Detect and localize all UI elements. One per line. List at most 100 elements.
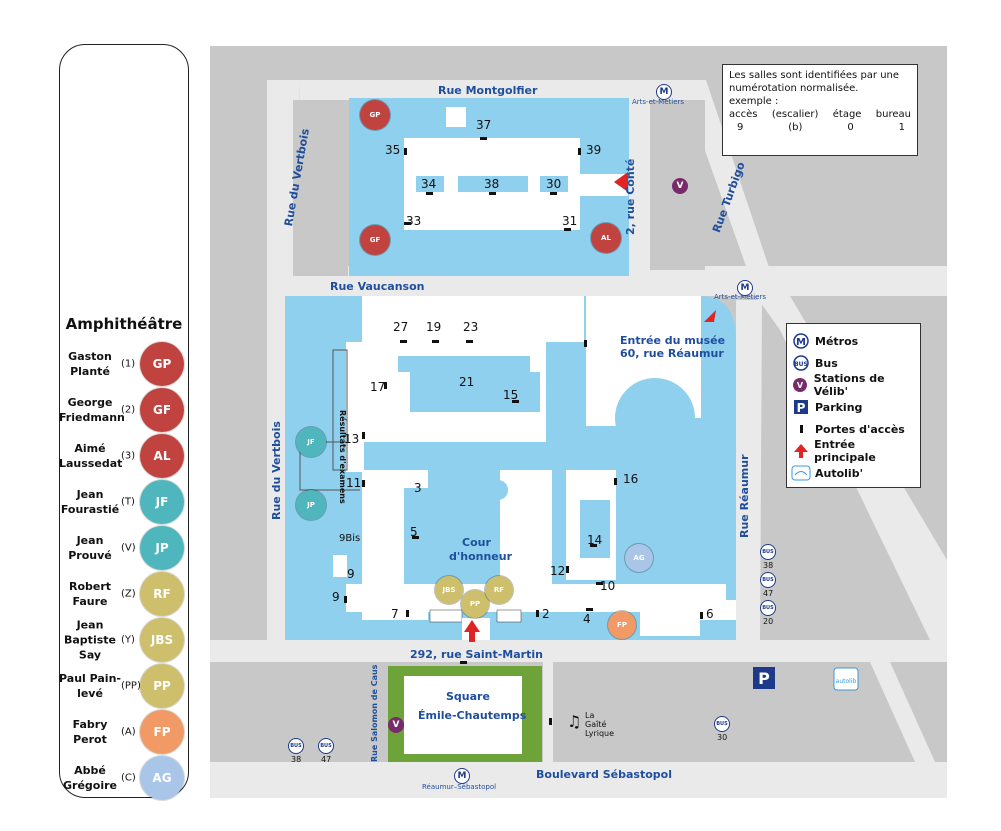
map-amph-badge-ag[interactable]: AG	[625, 544, 653, 572]
amph-badge: RF	[140, 572, 184, 616]
room-number: 3	[414, 481, 422, 495]
legend-row-pp: Paul Pain-levé(PP)PP	[59, 663, 188, 709]
amph-badge: AL	[140, 434, 184, 478]
amph-number: (V)	[121, 542, 136, 554]
info-val-etage: 0	[847, 122, 854, 133]
amph-badge: AG	[140, 756, 184, 800]
map-amph-badge-gp[interactable]: GP	[360, 100, 390, 130]
door-tick-icon	[791, 421, 811, 437]
bus-icon: BUS	[288, 738, 304, 754]
info-line1: Les salles sont identifiées par une	[729, 70, 900, 81]
legend-bus-label: Bus	[815, 356, 838, 370]
room-number: 30	[546, 177, 562, 191]
symbols-legend: M Métros BUS Bus V Stations de Vélib' P …	[786, 323, 921, 488]
bus-line-number: 20	[763, 617, 774, 626]
legend-doors-label: Portes d'accès	[815, 422, 905, 436]
velib-icon: V	[672, 178, 688, 194]
street-label-vaucanson: Rue Vaucanson	[330, 280, 425, 293]
north-building	[349, 98, 629, 276]
room-number: 17	[370, 380, 386, 394]
metro-station-label-2: Arts-et-Métiers	[714, 293, 767, 301]
bus-icon: BUS	[318, 738, 334, 754]
map-amph-badge-jp[interactable]: JP	[296, 490, 326, 520]
city-blocks	[211, 46, 870, 762]
info-col-etage: étage	[832, 109, 862, 120]
main-entrance-arrows	[464, 172, 716, 642]
cour-label-2: d'honneur	[449, 550, 513, 563]
amph-number: (PP)	[121, 680, 141, 692]
bus-line-number: 47	[321, 755, 332, 764]
room-number: 2	[542, 607, 550, 621]
amph-name: Gaston Planté	[68, 350, 112, 378]
svg-text:P: P	[758, 669, 770, 688]
amph-name: Abbé Grégoire	[62, 764, 117, 792]
gaite-label: La	[585, 711, 595, 720]
legend-autolib: Autolib'	[791, 462, 916, 484]
metro-icon: M	[791, 333, 811, 349]
room-number: 11	[346, 476, 362, 490]
amph-badge: GF	[140, 388, 184, 432]
info-val-escalier: (b)	[788, 122, 803, 133]
legend-doors: Portes d'accès	[791, 418, 916, 440]
street-label-montgolfier: Rue Montgolfier	[438, 84, 538, 97]
room-number: 16	[623, 472, 639, 486]
velib-icon: V	[388, 717, 404, 733]
gaite-lyrique-icon: ♫	[567, 712, 582, 731]
autolib-sign: autolib	[833, 667, 859, 691]
svg-text:P: P	[797, 401, 806, 415]
map-amph-badge-fp[interactable]: FP	[608, 611, 636, 639]
bus-icon: BUS	[714, 716, 730, 732]
svg-text:autolib: autolib	[836, 678, 857, 685]
amph-name: Paul Pain-levé	[59, 672, 121, 700]
legend-row-al: Aimé Laussedat(3)AL	[59, 433, 188, 479]
legend-row-rf: Robert Faure (Z) RF	[60, 571, 188, 617]
amph-number: (Z)	[121, 588, 136, 600]
bus-line-number: 30	[717, 733, 728, 742]
room-number: 33	[406, 214, 422, 228]
amph-name: Robert Faure	[68, 580, 112, 608]
amph-badge: GP	[140, 342, 184, 386]
amph-badge: FP	[140, 710, 184, 754]
cour-label: Cour	[462, 536, 491, 549]
map-amph-badge-jbs[interactable]: JBS	[435, 576, 463, 604]
amph-name: George Friedmann	[59, 396, 125, 424]
amph-name: Jean Baptiste Say	[64, 618, 116, 662]
amph-number: (A)	[121, 726, 136, 738]
amph-number: (T)	[121, 496, 135, 508]
legend-row-ag: Abbé Grégoire(C)AG	[60, 755, 188, 801]
room-number: 13	[344, 432, 360, 446]
room-number: 34	[421, 177, 437, 191]
amph-name: Jean Fourastié	[60, 488, 120, 516]
room-number: 14	[587, 533, 603, 547]
room-number: 31	[562, 214, 578, 228]
room-number: 35	[385, 143, 401, 157]
legend-main-entrance: Entrée principale	[791, 438, 916, 464]
parking-icon: P	[791, 399, 811, 415]
square-label: Square	[446, 690, 490, 703]
bus-icon: BUS	[760, 572, 776, 588]
amph-number: (Y)	[121, 634, 135, 646]
amph-path	[299, 440, 360, 491]
metro-icon: M	[656, 84, 672, 100]
map-amph-badge-jf[interactable]: JF	[296, 427, 326, 457]
map-amph-badge-gf[interactable]: GF	[360, 225, 390, 255]
numbering-info-box: Les salles sont identifiées par une numé…	[722, 64, 918, 156]
velib-icon: V	[791, 377, 810, 393]
parking-sign: P	[753, 667, 775, 689]
metro-icon: M	[737, 280, 753, 296]
map-amph-badge-pp[interactable]: PP	[461, 590, 489, 618]
bus-icon: BUS	[760, 600, 776, 616]
legend-row-jf: Jean Fourastié(T)JF	[60, 479, 188, 525]
legend-metro-label: Métros	[815, 334, 859, 348]
room-number: 19	[426, 320, 442, 334]
resultats-examens-label: Résultats d'examens	[338, 410, 347, 504]
amph-number: (3)	[121, 450, 136, 462]
info-val-acces: 9	[737, 122, 744, 133]
legend-autolib-label: Autolib'	[815, 466, 863, 480]
map-amph-badge-al[interactable]: AL	[591, 223, 621, 253]
info-line3: exemple :	[729, 96, 779, 107]
room-number: 9	[347, 567, 355, 581]
street-label-saint-martin: 292, rue Saint-Martin	[410, 648, 543, 661]
map-amph-badge-rf[interactable]: RF	[485, 576, 513, 604]
